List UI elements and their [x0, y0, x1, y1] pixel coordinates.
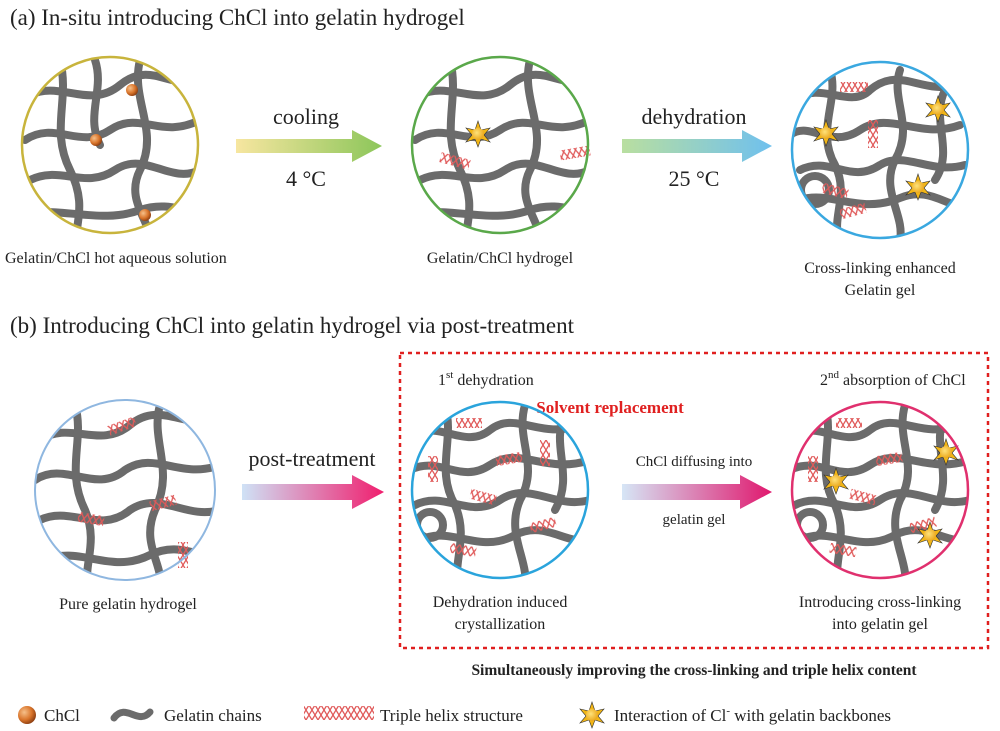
panel-a-title: (a) In-situ introducing ChCl into gelati… [10, 5, 465, 30]
triple-helix-icon [439, 152, 471, 170]
interaction-star-icon [579, 701, 605, 729]
chcl-ball-icon [126, 84, 138, 96]
arrow-post-treatment [242, 475, 384, 509]
step1-label: 1st dehydration [438, 369, 534, 389]
legend-helix: Triple helix structure [380, 706, 523, 725]
gelatin-chain-icon [110, 708, 154, 722]
triple-helix-icon [540, 440, 550, 466]
panel-b-title: (b) Introducing ChCl into gelatin hydrog… [10, 313, 575, 338]
circle-introduced-label-2: into gelatin gel [832, 616, 929, 633]
circle-dehydrated-label-1: Dehydration induced [433, 594, 568, 611]
legend-interaction: Interaction of Cl- with gelatin backbone… [614, 705, 891, 725]
triple-helix-icon [821, 182, 849, 200]
triple-helix-icon [840, 82, 868, 92]
solvent-replacement-box [398, 351, 990, 650]
triple-helix-icon [868, 120, 878, 148]
triple-helix-icon [829, 542, 857, 558]
arrow-cooling [236, 130, 382, 162]
circle-hot-solution-label: Gelatin/ChCl hot aqueous solution [5, 250, 227, 267]
arrow-cooling-label: cooling [273, 104, 339, 129]
triple-helix-icon [304, 706, 374, 720]
circle-hydrogel [410, 55, 591, 235]
circle-dehydrated-gel [410, 400, 590, 580]
circle-crosslinked-label-1: Cross-linking enhanced [804, 260, 956, 277]
circle-dehydrated-label-2: crystallization [455, 616, 546, 633]
triple-helix-icon [428, 456, 438, 482]
interaction-star-icon [823, 467, 849, 495]
arrow-diffusing-label-1: ChCl diffusing into [636, 454, 752, 470]
triple-helix-icon [875, 451, 903, 467]
triple-helix-icon [469, 488, 497, 506]
triple-helix-icon [909, 516, 937, 534]
circle-crosslinked-gel [790, 60, 970, 240]
chcl-ball-icon [139, 209, 151, 221]
interaction-star-icon [917, 521, 943, 549]
arrow-cooling-temp: 4 °C [286, 166, 326, 191]
triple-helix-icon [77, 511, 105, 527]
interaction-star-icon [933, 438, 959, 466]
solvent-replacement-title: Solvent replacement [536, 398, 684, 417]
triple-helix-icon [839, 202, 867, 220]
interaction-star-icon [925, 95, 951, 123]
triple-helix-icon [178, 542, 188, 568]
circle-introduced-crosslinking [790, 400, 970, 580]
interaction-star-icon [813, 119, 839, 147]
interaction-star-icon [465, 120, 491, 148]
arrow-dehydration-temp: 25 °C [669, 166, 720, 191]
triple-helix-icon [836, 418, 862, 428]
arrow-post-treatment-label: post-treatment [248, 446, 375, 471]
circle-hot-solution [20, 55, 200, 235]
circle-pure-hydrogel-label: Pure gelatin hydrogel [59, 596, 197, 613]
triple-helix-icon [495, 451, 523, 467]
triple-helix-icon [849, 488, 877, 506]
triple-helix-icon [456, 418, 482, 428]
circle-hydrogel-label: Gelatin/ChCl hydrogel [427, 250, 574, 267]
triple-helix-icon [107, 416, 137, 436]
triple-helix-icon [559, 145, 591, 161]
triple-helix-icon [149, 494, 177, 512]
circle-introduced-label-1: Introducing cross-linking [799, 594, 961, 611]
legend-chains: Gelatin chains [164, 706, 262, 725]
arrow-diffusing-label-2: gelatin gel [663, 512, 726, 528]
interaction-star-icon [905, 173, 931, 201]
triple-helix-icon [449, 542, 477, 558]
arrow-dehydration-label: dehydration [641, 104, 746, 129]
legend-chcl: ChCl [44, 706, 80, 725]
circle-crosslinked-label-2: Gelatin gel [845, 282, 916, 299]
triple-helix-icon [808, 456, 818, 482]
legend: ChCl Gelatin chains Triple helix structu… [18, 701, 891, 729]
chcl-ball-icon [90, 134, 102, 146]
triple-helix-icon [529, 516, 557, 534]
circle-pure-hydrogel [34, 399, 216, 581]
step2-label: 2nd absorption of ChCl [820, 369, 966, 389]
bottom-note: Simultaneously improving the cross-linki… [471, 662, 917, 679]
chcl-ball-icon [18, 706, 36, 724]
arrow-chcl-diffusing [622, 475, 772, 509]
arrow-dehydration [622, 130, 772, 162]
